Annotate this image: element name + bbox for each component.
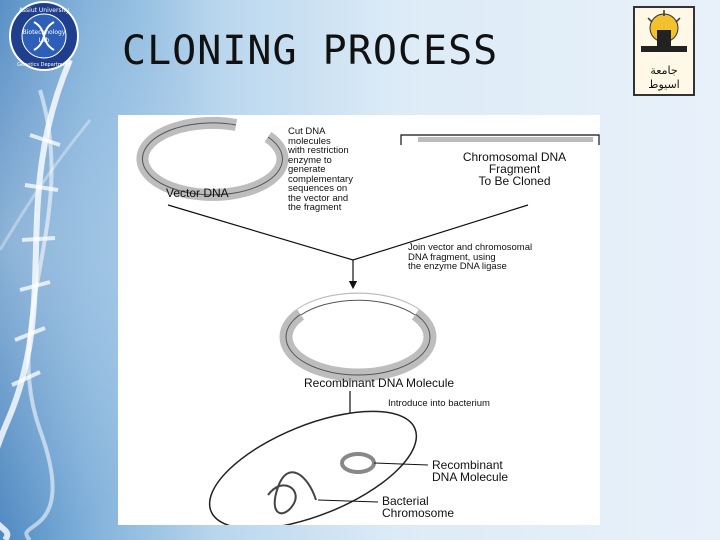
vector-dna-outline (142, 122, 283, 196)
chromosomal-fragment (418, 137, 593, 142)
diagram-graphics (136, 116, 600, 525)
svg-text:Lab: Lab (39, 37, 50, 44)
fragment-label: Chromosomal DNA Fragment To Be Cloned (462, 150, 567, 188)
university-lab-logo: Assiut University Biotechnology Lab Gene… (9, 1, 79, 71)
svg-text:Genetics Department: Genetics Department (17, 62, 71, 68)
bacterial-chromosome-label: Bacterial Chromosome (382, 494, 455, 520)
introduce-note: Introduce into bacterium (388, 398, 490, 409)
cut-note: Cut DNA molecules with restriction enzym… (288, 126, 353, 213)
bacterium-outline (208, 410, 418, 525)
cloning-diagram: Vector DNA Cut DNA molecules with restri… (118, 115, 600, 525)
join-note: Join vector and chromosomal DNA fragment… (408, 242, 533, 272)
pointer-chromosome (317, 499, 379, 503)
svg-text:جامعة: جامعة (650, 64, 677, 77)
recombinant-label-2: Recombinant DNA Molecule (432, 458, 509, 484)
bacterial-chromosome (267, 471, 317, 515)
svg-text:اسيوط: اسيوط (648, 78, 679, 91)
svg-text:Assiut University: Assiut University (19, 7, 70, 14)
pointer-recombinant (373, 462, 429, 466)
svg-text:Biotechnology: Biotechnology (23, 29, 66, 36)
inserted-fragment (297, 293, 419, 321)
fragment-bracket (400, 134, 600, 145)
slide-title: CLONING PROCESS (122, 28, 499, 74)
recombinant-label: Recombinant DNA Molecule (304, 376, 455, 390)
vector-dna-label: Vector DNA (166, 186, 229, 200)
university-emblem: جامعة اسيوط (633, 6, 695, 96)
